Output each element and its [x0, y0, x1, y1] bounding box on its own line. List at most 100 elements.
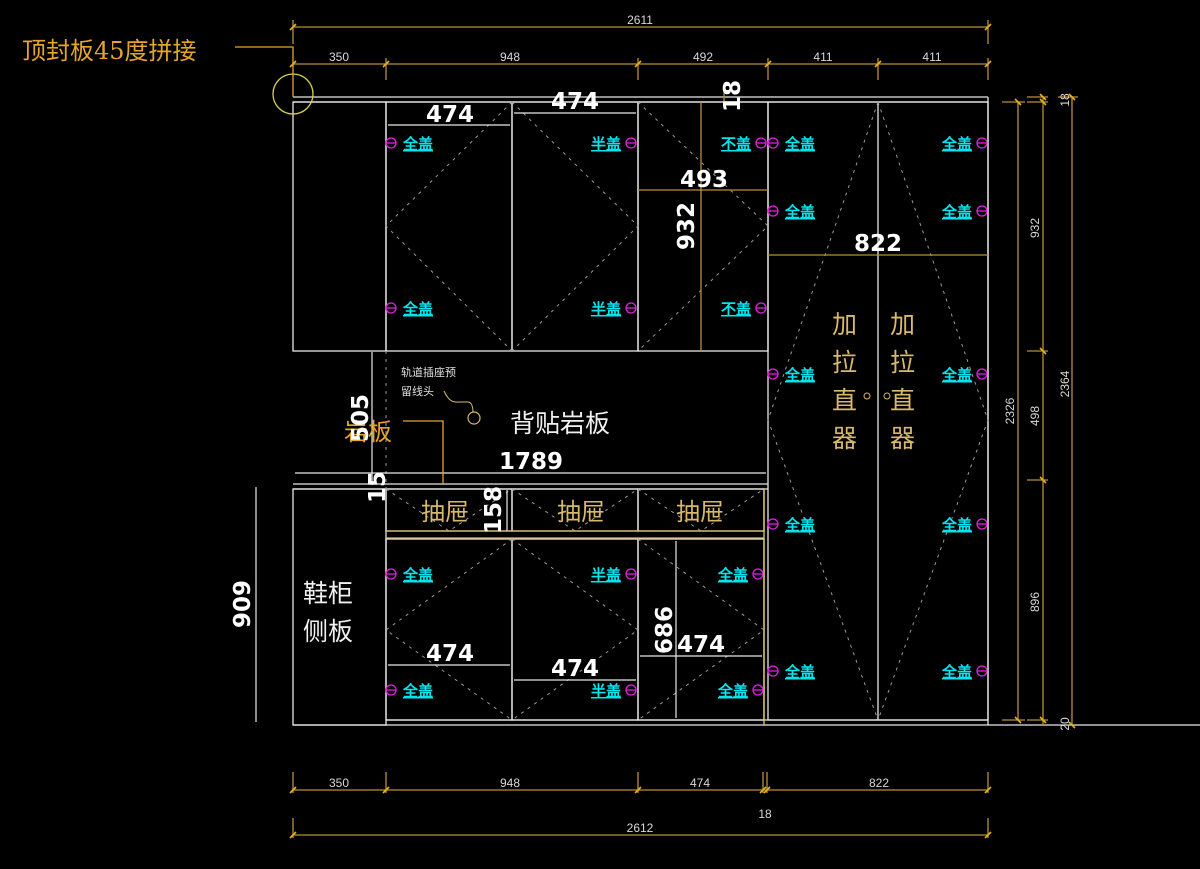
heater-label-right: 加 拉 直 器	[890, 310, 915, 453]
dim-right-seg: 498	[1028, 406, 1042, 426]
tick	[634, 60, 642, 68]
tick	[984, 60, 992, 68]
handle-icon	[883, 392, 891, 400]
shoe-cabinet-label-1: 鞋柜	[303, 579, 353, 608]
dim-right-top-offset: 18	[1058, 93, 1072, 107]
tick	[1068, 93, 1076, 101]
dim-right-seg: 932	[1028, 218, 1042, 238]
heater-char: 拉	[890, 348, 915, 377]
dim-right-outer-total: 2364	[1058, 370, 1072, 397]
swing-line	[637, 538, 765, 721]
tick	[1039, 98, 1047, 106]
heater-char: 器	[890, 424, 915, 453]
dim-top-seg: 350	[329, 50, 349, 64]
drawer-label-3: 抽屉	[676, 498, 724, 526]
tick	[1039, 347, 1047, 355]
hinge-label: 全盖	[717, 682, 748, 700]
heater-char: 加	[832, 310, 857, 339]
dim-lower-height: 909	[230, 580, 256, 628]
hinge-label: 半盖	[591, 682, 621, 700]
dim-upper-mid-width: 493	[680, 167, 728, 193]
heater-char: 器	[832, 424, 857, 453]
dim-top-seg: 492	[693, 50, 713, 64]
drawer-label-1: 抽屉	[421, 498, 469, 526]
outlet-note-line1: 轨道插座预	[401, 365, 456, 379]
dim-niche-width: 1789	[499, 449, 563, 475]
tick	[1039, 476, 1047, 484]
tick	[1039, 93, 1047, 101]
swing-line	[511, 538, 639, 721]
tick	[759, 786, 767, 794]
tick	[1014, 98, 1022, 106]
dim-tall-pair-width: 822	[854, 231, 902, 257]
dim-bottom-seg: 474	[690, 776, 710, 790]
dimension-lines	[292, 20, 1078, 838]
outlet-leader	[443, 390, 474, 413]
hinge-label: 全盖	[784, 203, 815, 221]
dim-top-seg: 411	[813, 50, 832, 64]
heater-char: 加	[890, 310, 915, 339]
hinge-label: 全盖	[941, 203, 972, 221]
hinge-marks: 全盖全盖半盖半盖不盖不盖全盖全盖全盖全盖全盖全盖全盖全盖全盖全盖全盖全盖半盖半盖…	[385, 135, 988, 700]
upper-left-panel	[292, 101, 387, 352]
hinge-label: 不盖	[721, 300, 751, 318]
hinge-label: 全盖	[941, 663, 972, 681]
hinge-label: 不盖	[721, 135, 751, 153]
dim-upper-mid-height: 932	[674, 202, 700, 250]
outlet-note-line2: 留线头	[401, 384, 434, 398]
tick	[289, 786, 297, 794]
cabinet-outlines	[292, 96, 1200, 726]
tick	[763, 786, 771, 794]
dim-right-inner-total: 2326	[1003, 397, 1017, 424]
heater-char: 直	[890, 386, 915, 415]
drawer-rails	[386, 489, 765, 725]
stone-leader	[403, 420, 444, 484]
swing-line	[511, 488, 639, 532]
swing-line	[385, 488, 513, 532]
tick	[1068, 721, 1076, 729]
hinge-label: 半盖	[591, 566, 621, 584]
hinge-label: 全盖	[402, 682, 433, 700]
tick	[1039, 716, 1047, 724]
swing-line	[877, 101, 989, 721]
outlet-symbol	[467, 411, 481, 425]
tick	[984, 23, 992, 31]
hinge-label: 全盖	[402, 566, 433, 584]
dim-drawer-height: 158	[481, 486, 507, 534]
dimension-ticks	[289, 23, 1076, 839]
dim-lower-door-3: 474	[677, 632, 725, 658]
tick	[1014, 716, 1022, 724]
hinge-label: 全盖	[784, 135, 815, 153]
tick	[874, 60, 882, 68]
back-panel-label: 背贴岩板	[510, 409, 610, 438]
dim-lower-door-1: 474	[426, 641, 474, 667]
swing-line	[511, 101, 639, 352]
white-dimension-lines	[255, 112, 766, 722]
hinge-label: 全盖	[402, 300, 433, 318]
drawer-label-2: 抽屉	[557, 498, 605, 526]
dim-lower-door-2: 474	[551, 656, 599, 682]
dim-lower-door-height: 686	[652, 606, 678, 654]
top-seal-callout: 顶封板45度拼接	[22, 37, 197, 65]
shoe-cabinet-label-2: 侧板	[303, 617, 353, 646]
swing-line	[385, 101, 513, 352]
dim-top-seg: 411	[922, 50, 941, 64]
hinge-label: 全盖	[402, 135, 433, 153]
door-swing-lines	[385, 101, 989, 721]
dim-top-total: 2611	[627, 13, 653, 27]
dim-bottom-seg: 948	[500, 776, 520, 790]
stone-callout: 岩板	[344, 418, 392, 446]
hinge-label: 全盖	[941, 135, 972, 153]
dim-top-gap: 18	[720, 80, 746, 112]
handle-icon	[863, 392, 871, 400]
hinge-label: 全盖	[784, 516, 815, 534]
dim-top-seg: 948	[500, 50, 520, 64]
tick	[382, 786, 390, 794]
dim-upper-door-1: 474	[426, 102, 474, 128]
dim-niche-height: 505	[348, 394, 374, 442]
tick	[634, 786, 642, 794]
tick	[289, 831, 297, 839]
dim-stone-thickness: 15	[365, 471, 391, 503]
swing-line	[767, 101, 879, 721]
dim-upper-door-2: 474	[551, 89, 599, 115]
